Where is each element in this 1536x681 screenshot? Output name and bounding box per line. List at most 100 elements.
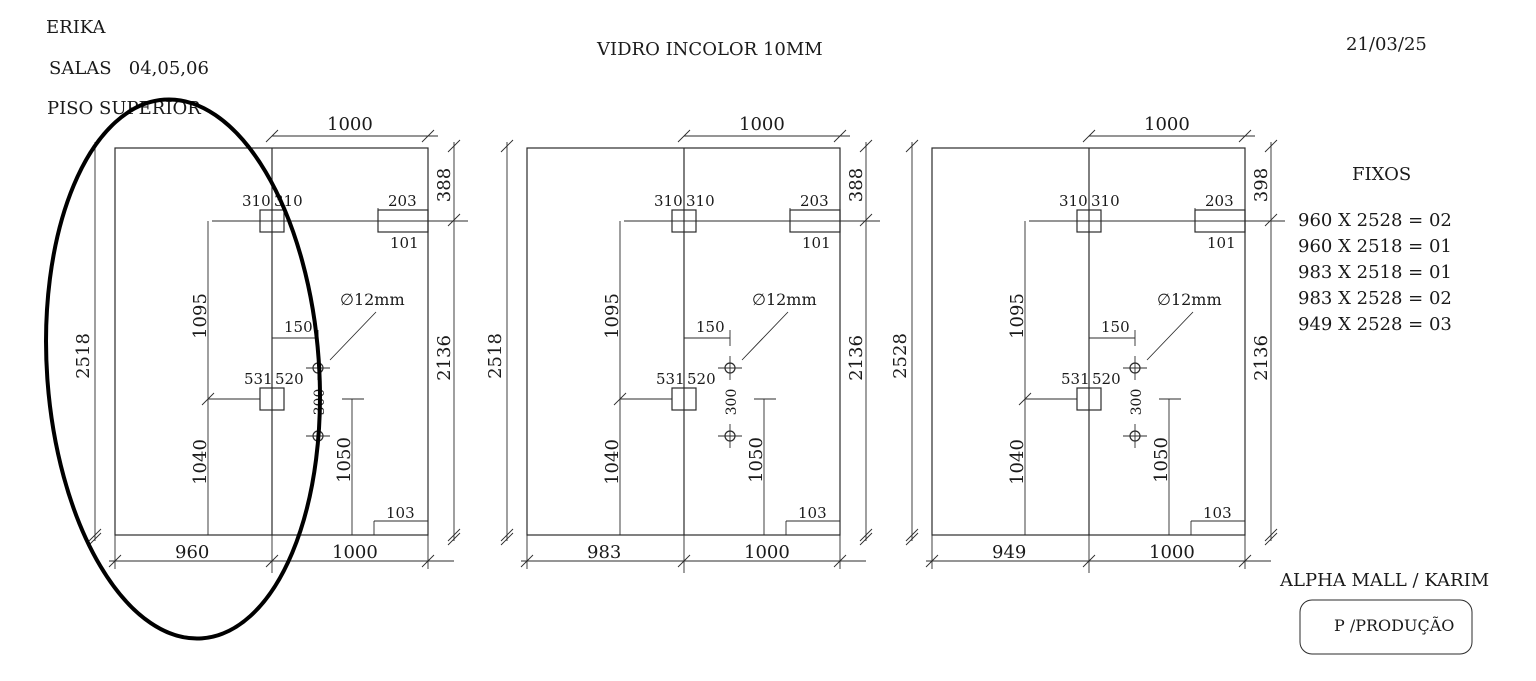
hole-offset-label: 150 — [696, 318, 725, 336]
project-label: ALPHA MALL / KARIM — [1279, 570, 1489, 591]
dimension-tick — [613, 392, 627, 406]
lock-top-label: 203 — [1205, 192, 1234, 210]
fixed-item: 983 X 2518 = 01 — [1298, 262, 1452, 283]
dimension-tick — [520, 554, 534, 568]
fixed-item: 983 X 2528 = 02 — [1298, 288, 1452, 309]
dimension-tick — [925, 554, 939, 568]
dimension-tick — [859, 528, 873, 542]
left-height-label: 2518 — [485, 333, 506, 379]
hinge-mid-right-label: 520 — [687, 370, 716, 388]
dimension-tick — [859, 213, 873, 227]
right-height-label: 2136 — [846, 335, 867, 381]
top-hinge — [1076, 209, 1102, 233]
dimension-tick — [1238, 554, 1252, 568]
bottom-left-width-label: 960 — [175, 542, 209, 563]
dimension-tick — [500, 532, 514, 546]
left-height-label: 2528 — [890, 333, 911, 379]
hinge-top-right-label: 310 — [686, 192, 715, 210]
hole-spacing-label: 300 — [1129, 389, 1145, 416]
production-stamp: P /PRODUÇÃO — [1334, 615, 1454, 635]
dimension-tick — [833, 129, 847, 143]
dimension-tick — [447, 528, 461, 542]
dimension-tick — [905, 532, 919, 546]
dimension-tick — [1264, 528, 1278, 542]
hinge-top-right-label: 310 — [1091, 192, 1120, 210]
floor-label: PISO SUPERIOR — [47, 98, 201, 119]
top-hinge — [671, 209, 697, 233]
hole-offset-label: 150 — [1101, 318, 1130, 336]
fixed-item: 949 X 2528 = 03 — [1298, 314, 1452, 335]
dimension-tick — [265, 554, 279, 568]
bottom-left-width-label: 949 — [992, 542, 1026, 563]
dimension-tick — [859, 139, 873, 153]
handle-height-label: 1050 — [746, 437, 767, 483]
lower-height-label: 1040 — [602, 439, 623, 485]
dimension-tick — [1264, 532, 1278, 546]
hinge-mid-right-label: 520 — [1092, 370, 1121, 388]
fixed-list-title: FIXOS — [1352, 164, 1411, 185]
dimension-tick — [88, 532, 102, 546]
hole-diameter-label: ∅12mm — [1157, 290, 1222, 309]
dimension-tick — [447, 213, 461, 227]
highlight-ellipse — [44, 97, 322, 641]
dimension-tick — [265, 129, 279, 143]
bottom-right-width-label: 1000 — [744, 542, 790, 563]
hinge-mid-right-label: 520 — [275, 370, 304, 388]
bottom-notch-label: 103 — [1203, 504, 1232, 522]
hinge-mid-left-label: 531 — [656, 370, 685, 388]
date-label: 21/03/25 — [1346, 34, 1427, 55]
dimension-tick — [447, 139, 461, 153]
hinge-top-left-label: 310 — [1059, 192, 1088, 210]
hinge-top-left-label: 310 — [242, 192, 271, 210]
dimension-tick — [1238, 129, 1252, 143]
top-offset-label: 388 — [434, 168, 455, 202]
hole-leader-line — [741, 311, 789, 361]
dimension-tick — [500, 528, 514, 542]
bottom-notch-label: 103 — [386, 504, 415, 522]
right-height-label: 2136 — [434, 335, 455, 381]
dimension-tick — [1018, 392, 1032, 406]
dimension-tick — [1082, 554, 1096, 568]
dimension-tick — [500, 139, 514, 153]
top-width-label: 1000 — [739, 114, 785, 135]
handle-height-label: 1050 — [334, 437, 355, 483]
upper-height-label: 1095 — [190, 293, 211, 339]
rooms-label: SALAS 04,05,06 — [49, 58, 209, 79]
upper-height-label: 1095 — [1007, 293, 1028, 339]
left-height-label: 2518 — [73, 333, 94, 379]
dimension-tick — [447, 532, 461, 546]
handle-height-label: 1050 — [1151, 437, 1172, 483]
hole-offset-label: 150 — [284, 318, 313, 336]
dimension-tick — [1264, 139, 1278, 153]
lower-height-label: 1040 — [190, 439, 211, 485]
dimension-tick — [201, 392, 215, 406]
upper-height-label: 1095 — [602, 293, 623, 339]
fixed-item: 960 X 2528 = 02 — [1298, 210, 1452, 231]
fixed-list: FIXOS 960 X 2528 = 02 960 X 2518 = 01 98… — [1298, 164, 1452, 335]
dimension-tick — [1082, 129, 1096, 143]
hinge-mid-left-label: 531 — [244, 370, 273, 388]
dimension-tick — [905, 528, 919, 542]
dimension-tick — [677, 129, 691, 143]
lock-bottom-label: 101 — [390, 234, 419, 252]
top-width-label: 1000 — [327, 114, 373, 135]
hole-diameter-label: ∅12mm — [752, 290, 817, 309]
top-offset-label: 388 — [846, 168, 867, 202]
bottom-right-width-label: 1000 — [332, 542, 378, 563]
dimension-tick — [833, 554, 847, 568]
dimension-tick — [88, 528, 102, 542]
dimension-tick — [859, 532, 873, 546]
bottom-left-width-label: 983 — [587, 542, 621, 563]
dimension-tick — [108, 554, 122, 568]
lock-top-label: 203 — [388, 192, 417, 210]
production-stamp-box — [1299, 599, 1473, 655]
hole-spacing-label: 300 — [724, 389, 740, 416]
hinge-top-left-label: 310 — [654, 192, 683, 210]
hinge-mid-left-label: 531 — [1061, 370, 1090, 388]
hole-leader-line — [1146, 311, 1194, 361]
bottom-right-width-label: 1000 — [1149, 542, 1195, 563]
